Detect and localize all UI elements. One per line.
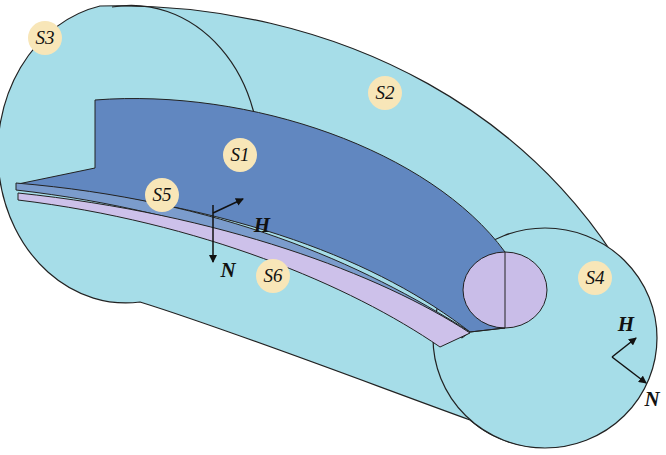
vector-label: N xyxy=(218,257,237,284)
h-vector xyxy=(213,199,243,213)
outer-tube xyxy=(0,6,656,448)
surface-callout: S3 xyxy=(28,21,62,55)
surface-callout: S1 xyxy=(223,138,257,172)
surface-callout: S4 xyxy=(578,261,612,295)
vector-label: H xyxy=(616,311,636,338)
lower-sheet xyxy=(18,193,470,347)
n-vector xyxy=(212,205,214,262)
surface-callout: S6 xyxy=(256,259,290,293)
vector-label: H xyxy=(252,212,272,239)
inner-edge xyxy=(470,252,505,332)
vector-label: N xyxy=(642,386,661,413)
surface-callout: S5 xyxy=(145,178,179,212)
inner-surface xyxy=(18,99,505,332)
surface-callout: S2 xyxy=(368,76,402,110)
h-vector xyxy=(612,338,636,357)
n-vector xyxy=(612,357,646,383)
